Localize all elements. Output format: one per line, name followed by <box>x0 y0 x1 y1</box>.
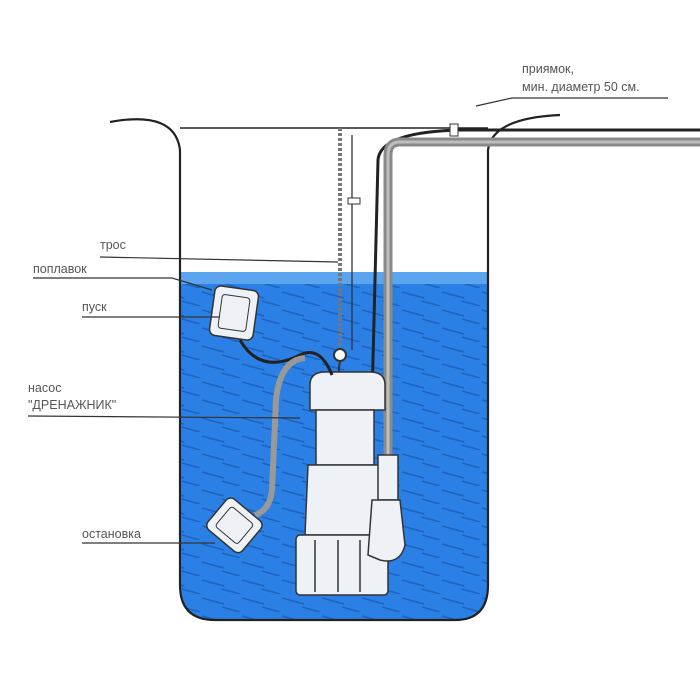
label-start: пуск <box>82 300 107 314</box>
label-pit: приямок, <box>522 62 574 76</box>
label-float: поплавок <box>33 262 87 276</box>
label-pit-diameter: мин. диаметр 50 см. <box>522 80 640 94</box>
pit-wall <box>109 113 561 622</box>
label-pump-name: "ДРЕНАЖНИК" <box>28 398 117 412</box>
label-pump: насос <box>28 381 62 395</box>
pump <box>295 371 406 596</box>
label-cable: трос <box>100 238 126 252</box>
float-switch-upper <box>208 285 260 341</box>
label-stop: остановка <box>82 527 141 541</box>
float-switch-lower <box>205 497 263 554</box>
leader-lines <box>27 97 668 544</box>
